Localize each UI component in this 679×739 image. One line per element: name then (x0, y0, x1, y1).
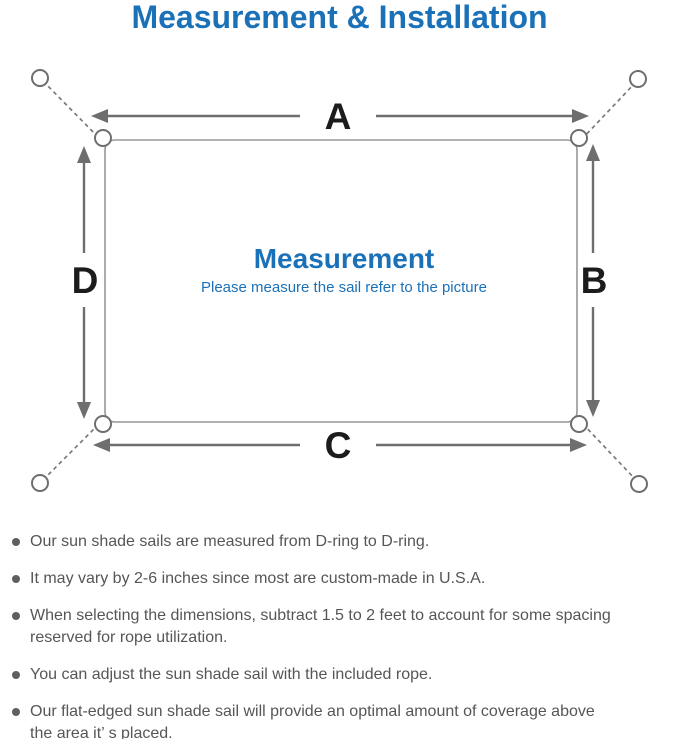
bullet-dot-icon (12, 671, 20, 679)
d-rings (94, 129, 588, 433)
arrowhead-right-icon (572, 109, 589, 123)
bullet-dot-icon (12, 538, 20, 546)
note-line: Our sun shade sails are measured from D-… (30, 533, 430, 550)
diagram-center-title: Measurement (254, 243, 435, 274)
arrowhead-right-icon (570, 438, 587, 452)
bullet-dot-icon (12, 708, 20, 716)
note-line: Our flat-edged sun shade sail will provi… (30, 703, 595, 720)
note-line: the area it’ s placed. (30, 725, 173, 739)
note-line: When selecting the dimensions, subtract … (30, 607, 611, 624)
d-ring-top-right (570, 129, 588, 147)
note-item: When selecting the dimensions, subtract … (0, 605, 679, 649)
note-line: reserved for rope utilization. (30, 629, 228, 646)
arrowhead-up-icon (586, 144, 600, 161)
note-line: You can adjust the sun shade sail with t… (30, 666, 433, 683)
measurement-diagram: A B C D Measurement Please measure the s… (31, 69, 648, 493)
arrowhead-down-icon (586, 400, 600, 417)
arrowhead-down-icon (77, 402, 91, 419)
anchor-circle-top-right (629, 70, 647, 88)
arrowhead-up-icon (77, 146, 91, 163)
measure-label-b: B (581, 260, 608, 301)
rope-top-left (42, 80, 102, 141)
note-item: You can adjust the sun shade sail with t… (0, 664, 679, 686)
rope-top-right (580, 81, 637, 141)
measure-arrow-a (91, 109, 589, 123)
page-title: Measurement & Installation (131, 0, 548, 35)
rope-bottom-left (42, 421, 102, 481)
sail-rect (104, 139, 578, 423)
measure-label-c: C (325, 425, 352, 466)
note-item: It may vary by 2-6 inches since most are… (0, 568, 679, 590)
anchor-circle-bottom-right (630, 475, 648, 493)
measure-label-a: A (325, 96, 352, 137)
measure-arrow-b (586, 144, 600, 417)
d-ring-top-left (94, 129, 112, 147)
note-item: Our flat-edged sun shade sail will provi… (0, 701, 679, 739)
arrowhead-left-icon (91, 109, 108, 123)
note-item: Our sun shade sails are measured from D-… (0, 531, 679, 553)
d-ring-bottom-left (94, 415, 112, 433)
anchor-circle-top-left (31, 69, 49, 87)
d-ring-bottom-right (570, 415, 588, 433)
measure-arrows (77, 109, 600, 452)
anchor-circle-bottom-left (31, 474, 49, 492)
diagram-center-subtitle: Please measure the sail refer to the pic… (201, 279, 487, 296)
measure-arrow-d (77, 146, 91, 419)
measure-label-d: D (72, 260, 99, 301)
anchor-points (31, 69, 648, 493)
bullet-dot-icon (12, 575, 20, 583)
measure-arrow-c (93, 438, 587, 452)
rope-bottom-right (580, 421, 638, 482)
anchor-rope-lines (42, 80, 638, 482)
bullet-dot-icon (12, 612, 20, 620)
notes-list: Our sun shade sails are measured from D-… (0, 531, 679, 739)
arrowhead-left-icon (93, 438, 110, 452)
note-line: It may vary by 2-6 inches since most are… (30, 570, 486, 587)
